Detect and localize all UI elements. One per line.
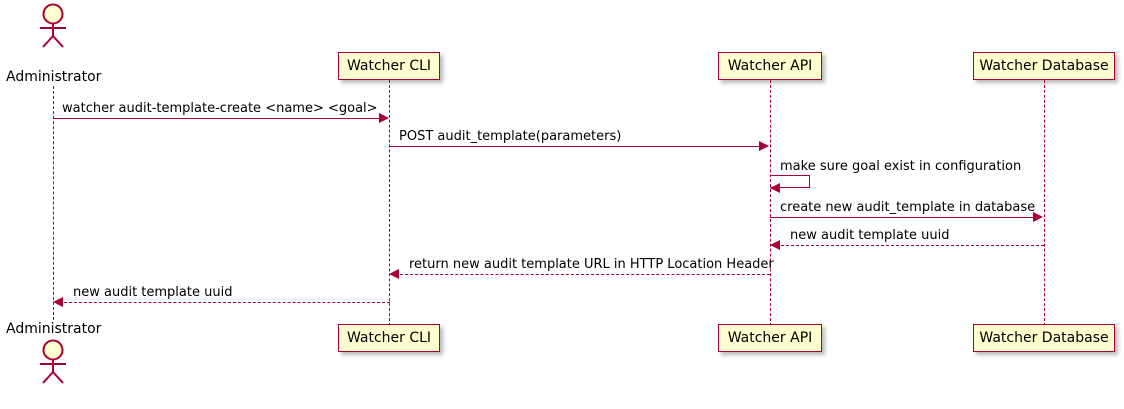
message-label-5: new audit template uuid [790,228,950,243]
message-line-7 [64,302,390,303]
participant-box-watcher-cli-top[interactable]: Watcher CLI [338,52,440,80]
lifeline-watcher-database [1044,80,1045,326]
participant-box-watcher-api-top[interactable]: Watcher API [718,52,822,80]
arrowhead-left-icon-6 [389,269,399,279]
message-line-1 [53,118,381,119]
arrowhead-left-icon-7 [53,297,63,307]
message-label-4: create new audit_template in database [780,200,1036,215]
message-line-4 [770,217,1035,218]
arrowhead-right-icon-2 [759,141,769,151]
lifeline-watcher-cli [389,80,390,326]
message-label-7: new audit template uuid [73,285,233,300]
participant-box-watcher-api-bottom[interactable]: Watcher API [718,324,822,352]
actor-label-administrator-bottom: Administrator [6,321,102,337]
message-label-3: make sure goal exist in configuration [780,159,1022,174]
arrowhead-left-icon-5 [770,240,780,250]
message-line-5 [781,245,1044,246]
message-label-2: POST audit_template(parameters) [399,129,622,144]
arrowhead-right-icon-1 [379,113,389,123]
message-line-6 [400,274,770,275]
participant-box-watcher-database-bottom[interactable]: Watcher Database [973,324,1115,352]
message-label-1: watcher audit-template-create <name> <go… [62,101,378,116]
actor-label-administrator-top: Administrator [6,69,102,85]
lifeline-administrator [53,86,54,320]
message-label-6: return new audit template URL in HTTP Lo… [409,257,774,272]
arrowhead-right-icon-4 [1033,212,1043,222]
participant-box-watcher-database-top[interactable]: Watcher Database [973,52,1115,80]
actor-administrator-bottom [31,338,75,384]
actor-administrator-top [31,2,75,48]
lifeline-watcher-api [770,80,771,326]
self-message-loop-3 [770,175,810,188]
message-line-2 [389,146,761,147]
participant-box-watcher-cli-bottom[interactable]: Watcher CLI [338,324,440,352]
arrowhead-left-icon-3 [770,183,780,193]
